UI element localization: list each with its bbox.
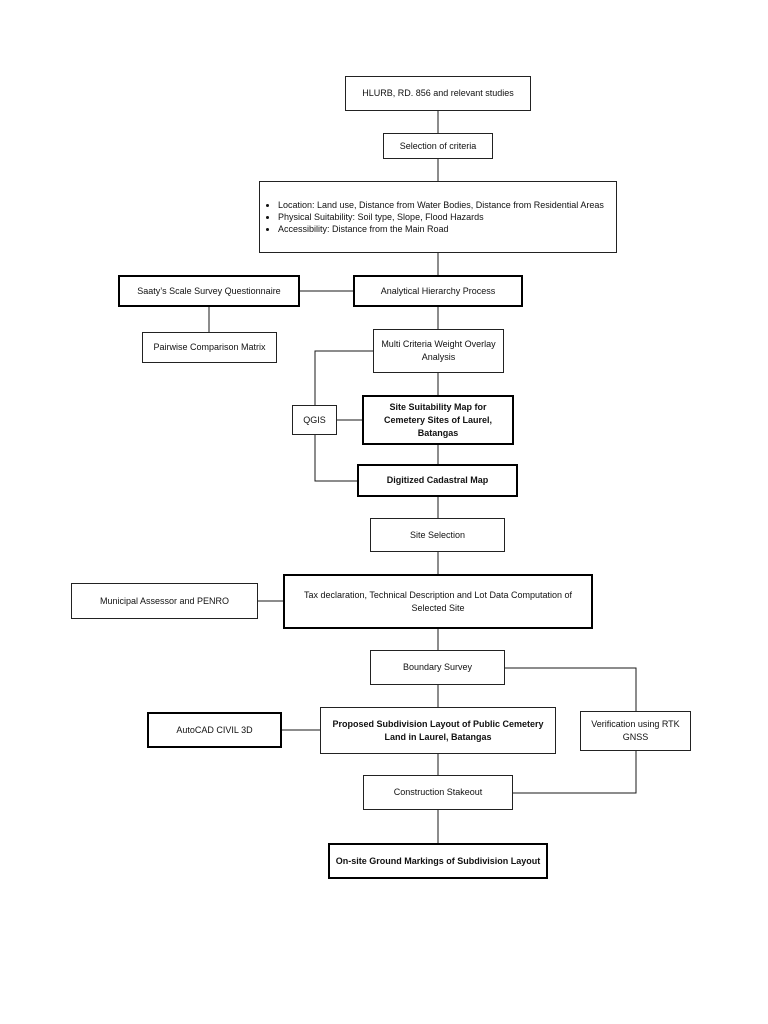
- hlurb-node: HLURB, RD. 856 and relevant studies: [345, 76, 531, 111]
- site-suitability-node: Site Suitability Map for Cemetery Sites …: [362, 395, 514, 445]
- rtk-verification-node: Verification using RTK GNSS: [580, 711, 691, 751]
- subdivision-layout-node: Proposed Subdivision Layout of Public Ce…: [320, 707, 556, 754]
- construction-stakeout-node: Construction Stakeout: [363, 775, 513, 810]
- qgis-node: QGIS: [292, 405, 337, 435]
- saaty-node: Saaty’s Scale Survey Questionnaire: [118, 275, 300, 307]
- ground-markings-node: On-site Ground Markings of Subdivision L…: [328, 843, 548, 879]
- ahp-node: Analytical Hierarchy Process: [353, 275, 523, 307]
- selection-criteria-node: Selection of criteria: [383, 133, 493, 159]
- assessor-node: Municipal Assessor and PENRO: [71, 583, 258, 619]
- pairwise-node: Pairwise Comparison Matrix: [142, 332, 277, 363]
- autocad-node: AutoCAD CIVIL 3D: [147, 712, 282, 748]
- tax-declaration-node: Tax declaration, Technical Description a…: [283, 574, 593, 629]
- connector-boundary-to-rtk: [505, 667, 637, 711]
- mcwoa-node: Multi Criteria Weight Overlay Analysis: [373, 329, 504, 373]
- boundary-survey-node: Boundary Survey: [370, 650, 505, 685]
- connector-rtk-to-stakeout: [513, 751, 637, 794]
- criteria-location: Location: Land use, Distance from Water …: [278, 199, 604, 211]
- site-selection-node: Site Selection: [370, 518, 505, 552]
- criteria-list-node: Location: Land use, Distance from Water …: [259, 181, 617, 253]
- criteria-accessibility: Accessibility: Distance from the Main Ro…: [278, 223, 604, 235]
- criteria-list: Location: Land use, Distance from Water …: [266, 199, 604, 235]
- criteria-physical: Physical Suitability: Soil type, Slope, …: [278, 211, 604, 223]
- cadastral-node: Digitized Cadastral Map: [357, 464, 518, 497]
